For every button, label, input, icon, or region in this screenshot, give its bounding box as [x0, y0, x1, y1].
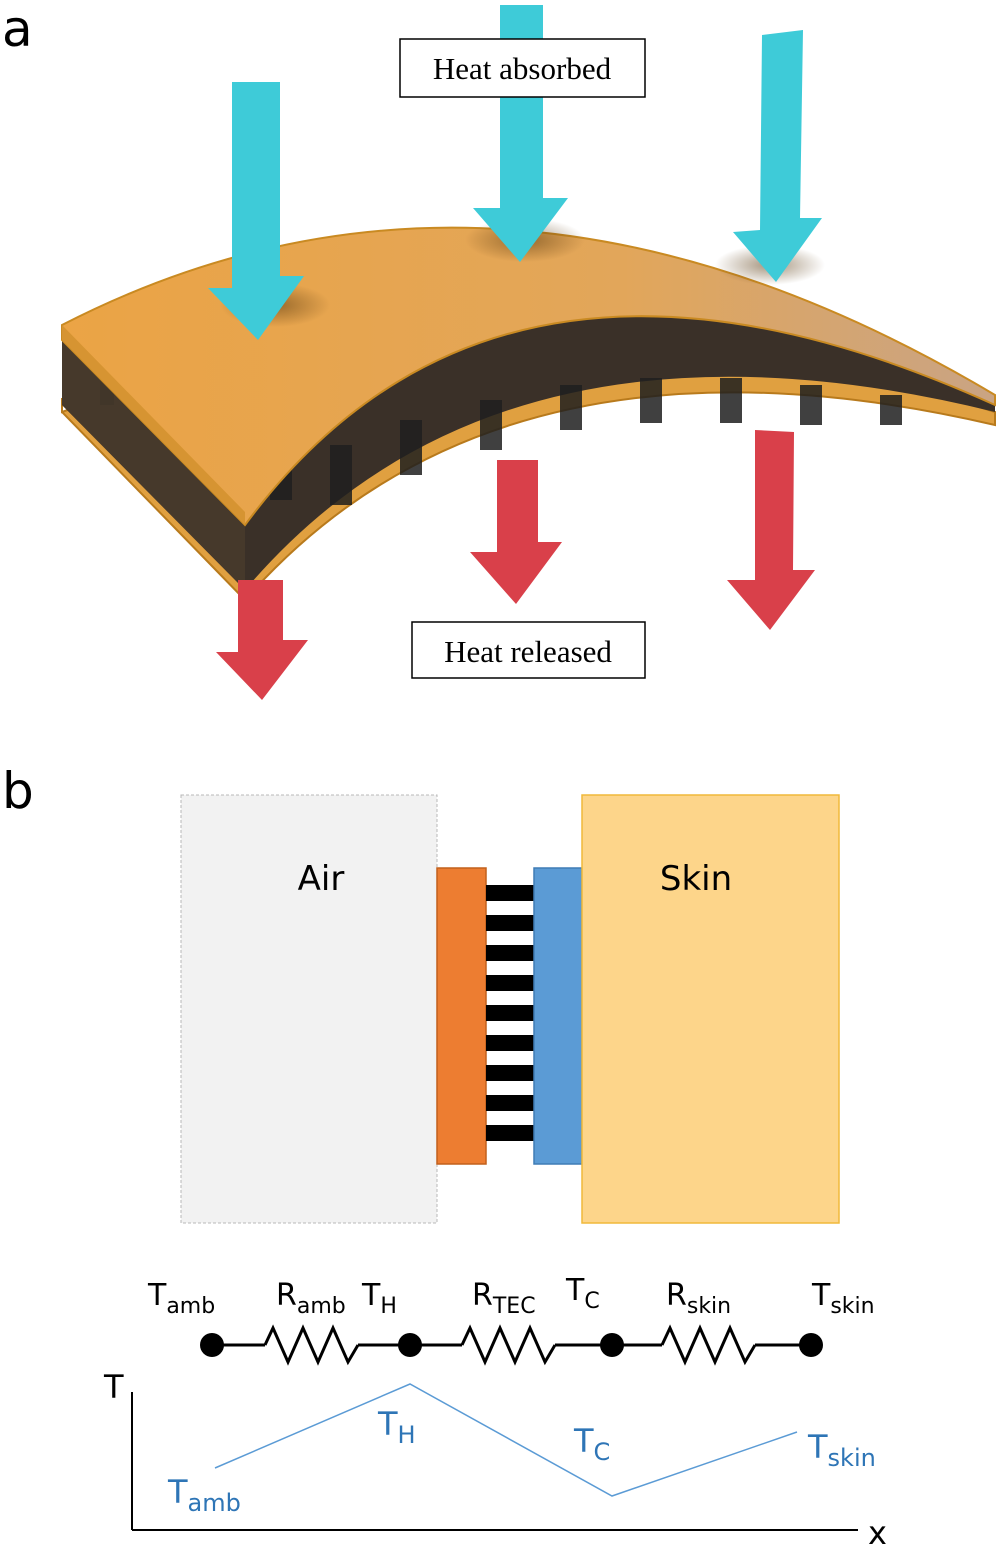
cold-plate: [533, 867, 583, 1165]
node-t-skin: [799, 1333, 823, 1357]
profile-label-t-c: TC: [573, 1422, 610, 1466]
skin-label: Skin: [660, 859, 732, 899]
heat-released-arrow: [216, 580, 308, 700]
heat-absorbed-arrow: [733, 30, 822, 282]
thermal-circuit: [212, 1324, 811, 1366]
profile-y-axis-label: T: [103, 1368, 124, 1406]
node-t-c: [600, 1333, 624, 1357]
heat-absorbed-box: Heat absorbed: [399, 38, 646, 98]
heat-released-arrow: [470, 460, 562, 604]
heat-released-arrow: [727, 430, 815, 630]
heat-absorbed-arrow: [473, 5, 568, 262]
skin-block: [581, 794, 840, 1224]
thermoelectric-legs: [486, 885, 534, 1141]
circuit-label-t-h: TH: [361, 1278, 397, 1319]
circuit-label-r-skin: Rskin: [666, 1278, 731, 1319]
panel-b-label: b: [2, 762, 34, 820]
panel-a-label: a: [2, 0, 33, 58]
profile-label-t-h: TH: [377, 1405, 416, 1449]
profile-label-t-skin: Tskin: [807, 1428, 876, 1472]
heat-released-label: Heat released: [444, 634, 612, 669]
heat-absorbed-label: Heat absorbed: [433, 51, 612, 86]
circuit-label-t-skin: Tskin: [811, 1278, 875, 1319]
hot-plate: [436, 867, 487, 1165]
heat-released-box: Heat released: [411, 621, 646, 679]
air-block: [180, 794, 438, 1224]
circuit-label-t-c: TC: [565, 1273, 600, 1314]
profile-x-axis-label: x: [868, 1514, 887, 1548]
circuit-label-r-amb: Ramb: [276, 1278, 346, 1319]
profile-axes: [131, 1392, 858, 1531]
circuit-label-r-tec: RTEC: [472, 1278, 536, 1319]
heat-absorbed-arrow: [208, 82, 304, 340]
node-t-h: [398, 1333, 422, 1357]
air-label: Air: [298, 859, 345, 899]
profile-label-t-amb: Tamb: [167, 1473, 241, 1517]
top-layer-front-edge: [62, 325, 245, 525]
left-end-face: [62, 340, 245, 590]
node-t-amb: [200, 1333, 224, 1357]
temperature-profile-line: [214, 1383, 798, 1497]
circuit-label-t-amb: Tamb: [147, 1278, 215, 1319]
